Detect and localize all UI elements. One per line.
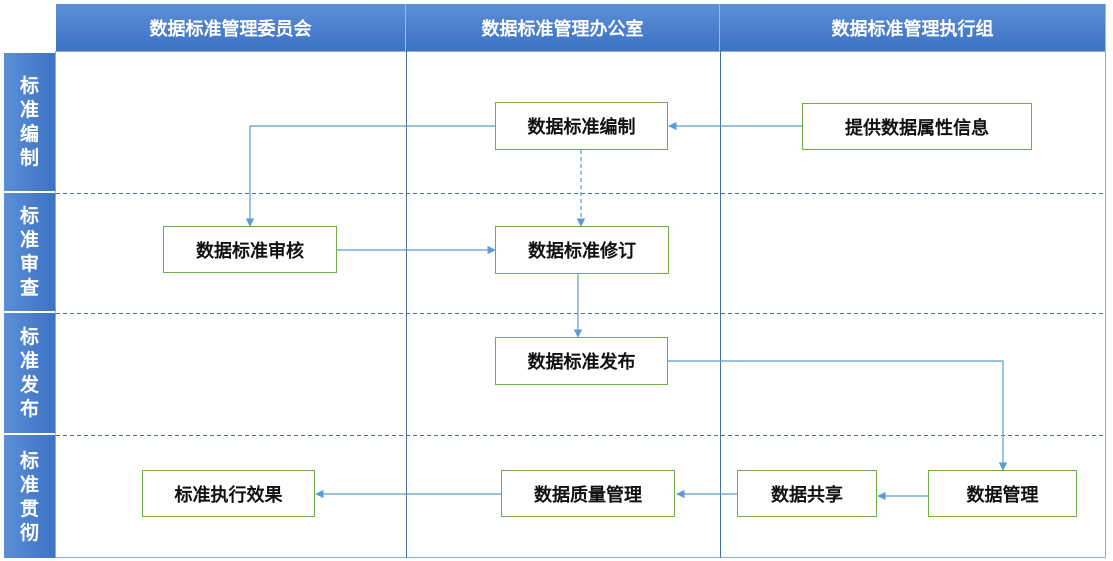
lane-char: 标: [19, 205, 39, 227]
lane-char: 准: [19, 350, 39, 372]
node-provide-attributes: 提供数据属性信息: [802, 103, 1032, 150]
node-data-sharing: 数据共享: [737, 470, 877, 517]
lane-char: 彻: [19, 521, 39, 544]
column-header-execution-group: 数据标准管理执行组: [720, 4, 1106, 51]
node-quality-management: 数据质量管理: [501, 470, 675, 517]
lane-char: 准: [19, 229, 39, 251]
node-execution-effect: 标准执行效果: [142, 470, 315, 517]
lane-label-publish: 标 准 发 布: [4, 313, 55, 435]
lane-char: 查: [19, 277, 39, 299]
node-data-management: 数据管理: [928, 470, 1077, 517]
lane-char: 布: [19, 398, 39, 420]
column-header-office: 数据标准管理办公室: [406, 4, 720, 51]
connector-compile-to-review: [245, 125, 495, 227]
lane-label-implement: 标 准 贯 彻: [4, 435, 55, 558]
lane-label-review: 标 准 审 查: [4, 193, 55, 313]
lane-label-compile: 标 准 编 制: [4, 53, 55, 193]
node-publish: 数据标准发布: [495, 337, 668, 385]
lane-char: 贯: [19, 497, 39, 520]
lane-char: 标: [19, 449, 39, 472]
lane-char: 准: [19, 473, 39, 496]
lane-char: 标: [19, 326, 39, 348]
column-header-committee: 数据标准管理委员会: [56, 4, 406, 51]
diagram-frame: [55, 51, 1106, 558]
lane-char: 审: [19, 253, 39, 275]
node-revise: 数据标准修订: [495, 226, 669, 274]
lane-char: 制: [19, 147, 39, 169]
node-compile: 数据标准编制: [495, 102, 668, 150]
node-review: 数据标准审核: [163, 226, 337, 273]
connector-publish-to-management: [668, 360, 1008, 471]
lane-char: 准: [19, 99, 39, 121]
lane-char: 发: [19, 374, 39, 396]
lane-char: 标: [19, 75, 39, 97]
lane-char: 编: [19, 123, 39, 145]
